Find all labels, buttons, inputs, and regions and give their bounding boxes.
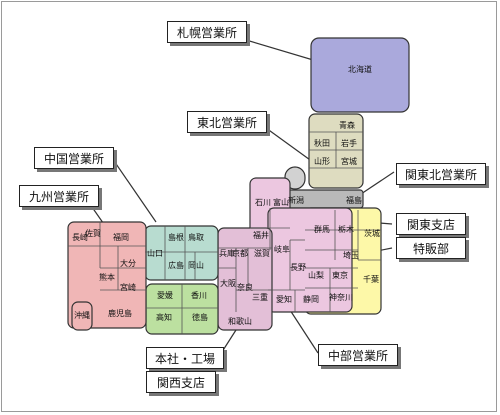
pref-label-niigata: 新潟 [288, 195, 304, 205]
pref-label-shizuoka: 静岡 [303, 294, 319, 304]
region-hokkaido [310, 37, 410, 113]
pref-label-shiga: 滋賀 [254, 248, 270, 258]
pref-label-toyama: 富山 [273, 197, 289, 207]
pref-label-akita: 秋田 [314, 138, 330, 148]
pref-label-wakayama: 和歌山 [228, 316, 252, 326]
pref-label-yamaguchi: 山口 [147, 248, 163, 258]
pref-label-tochigi: 栃木 [338, 224, 354, 234]
label-tokuhan-dept: 特販部 [396, 237, 466, 259]
pref-label-kagoshima: 鹿児島 [108, 308, 132, 318]
pref-label-miyazaki: 宮崎 [120, 282, 136, 292]
pref-label-tottori: 鳥取 [188, 232, 204, 242]
region-kinki [217, 227, 273, 331]
leader-chugoku [111, 157, 157, 223]
pref-label-chiba: 千葉 [363, 274, 379, 284]
pref-label-yamanashi: 山梨 [308, 270, 324, 280]
pref-label-aomori: 青森 [339, 120, 355, 130]
label-kansai-branch: 関西支店 [146, 371, 216, 393]
pref-label-nagasaki: 長崎 [72, 232, 88, 242]
pref-label-kagawa: 香川 [191, 290, 207, 300]
pref-label-fukushima: 福島 [346, 195, 362, 205]
pref-label-saitama: 埼玉 [343, 250, 359, 260]
label-chugoku-office: 中国営業所 [34, 147, 114, 169]
pref-label-aichi: 愛知 [276, 294, 292, 304]
pref-label-fukuoka: 福岡 [113, 233, 129, 242]
pref-label-gifu: 岐阜 [274, 244, 290, 254]
pref-label-yamagata: 山形 [314, 156, 330, 166]
label-chubu-office: 中部営業所 [318, 344, 398, 366]
pref-label-nara: 奈良 [237, 282, 253, 292]
pref-label-kochi: 高知 [156, 312, 172, 322]
label-kantohoku-office: 関東北営業所 [396, 163, 486, 185]
label-honsha-factory: 本社・工場 [146, 347, 224, 369]
region-okinawa [71, 301, 93, 331]
pref-label-hiroshima: 広島 [168, 260, 184, 270]
pref-label-shimane: 島根 [168, 232, 184, 242]
pref-label-miyagi: 宮城 [341, 156, 357, 166]
pref-label-kumamoto: 熊本 [99, 272, 115, 282]
label-kanto-branch: 関東支店 [396, 213, 466, 235]
pref-label-hyogo: 兵庫 [219, 248, 235, 258]
leader-chubu [289, 309, 319, 354]
pref-label-fukui: 福井 [253, 230, 269, 240]
pref-label-ibaraki: 茨城 [364, 228, 380, 238]
pref-label-ishikawa: 石川 [255, 198, 271, 207]
pref-label-nagano: 長野 [290, 263, 306, 272]
pref-label-kanagawa: 神奈川 [329, 292, 353, 302]
pref-label-okayama: 岡山 [188, 260, 204, 270]
label-sapporo-office: 札幌営業所 [167, 21, 247, 43]
region-kyushu [67, 221, 147, 329]
pref-label-gunma: 群馬 [314, 224, 330, 234]
label-tohoku-office: 東北営業所 [187, 111, 267, 133]
pref-label-oita: 大分 [120, 258, 136, 268]
pref-label-hokkaido: 北海道 [348, 64, 372, 74]
pref-label-tokushima: 徳島 [192, 312, 208, 322]
pref-label-tokyo: 東京 [332, 270, 348, 280]
pref-label-okinawa: 沖縄 [74, 310, 90, 320]
pref-label-iwate: 岩手 [341, 138, 357, 148]
pref-label-kyoto: 京都 [232, 248, 248, 258]
pref-label-saga: 佐賀 [85, 228, 101, 238]
pref-label-mie: 三重 [252, 292, 268, 302]
pref-label-ehime: 愛媛 [157, 290, 173, 300]
pref-label-osaka: 大阪 [220, 278, 236, 288]
label-kyushu-office: 九州営業所 [19, 185, 99, 207]
